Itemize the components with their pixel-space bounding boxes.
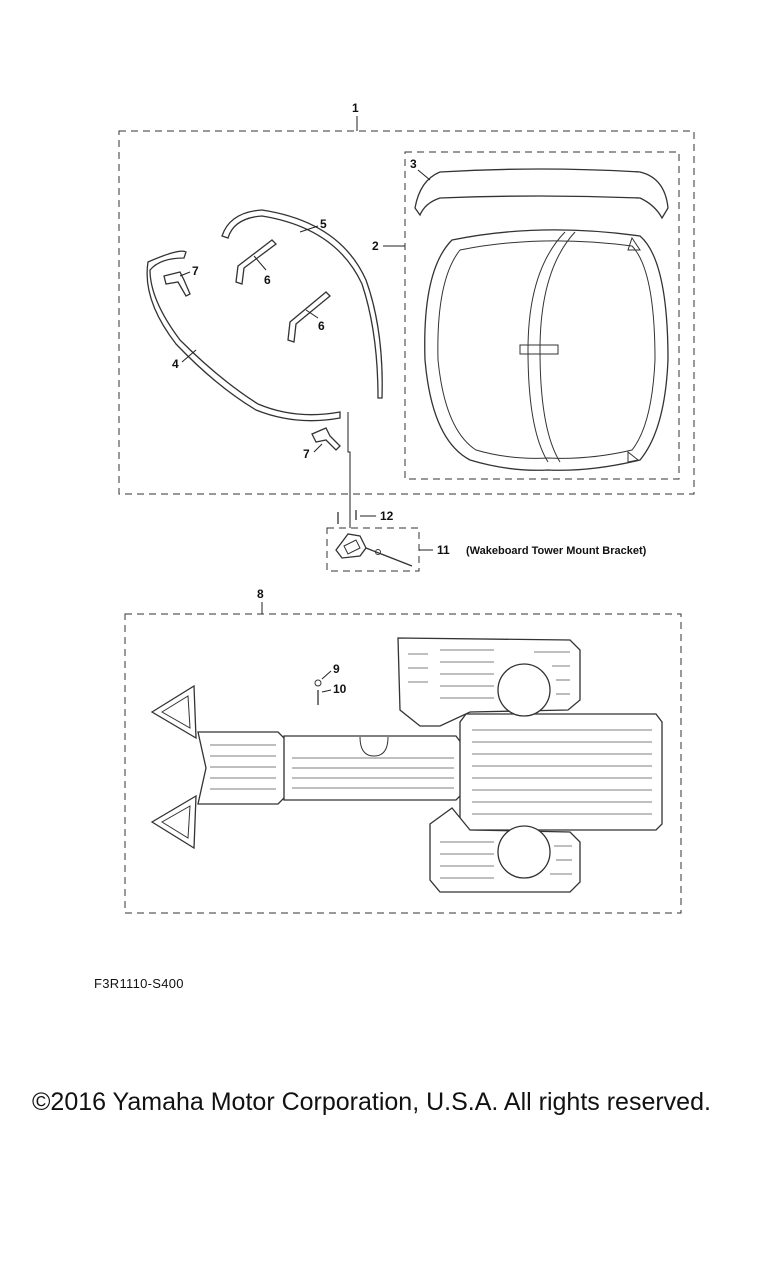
callout-8: 8 (257, 587, 264, 601)
group-1-box (118, 130, 695, 495)
mat-rear-left (197, 731, 287, 805)
part-3-shade-top (414, 168, 669, 220)
part-12-bolt (337, 510, 357, 524)
callout-1: 1 (352, 101, 359, 115)
part-6-brace-upper (235, 239, 277, 285)
part-7-hinge-lower (311, 427, 341, 451)
group-8-box (124, 613, 682, 914)
mat-step-lower (429, 807, 581, 893)
callout-7b: 7 (303, 447, 310, 461)
figure-code: F3R1110-S400 (94, 976, 184, 991)
part-7-hinge-upper (163, 271, 191, 297)
part-5-upper-arch (221, 209, 383, 399)
callout-3: 3 (410, 157, 417, 171)
part-9-10-screw-washer (314, 679, 322, 705)
callout-2: 2 (372, 239, 379, 253)
mat-center-strip (283, 735, 463, 801)
callout-6a: 6 (264, 273, 271, 287)
part-6-brace-lower (287, 291, 331, 343)
mat-main-deck (459, 713, 663, 831)
bracket-note: (Wakeboard Tower Mount Bracket) (466, 545, 647, 557)
part-4-lower-arch (146, 250, 341, 422)
mat-step-upper (397, 637, 581, 727)
copyright-notice: ©2016 Yamaha Motor Corporation, U.S.A. A… (32, 1088, 711, 1116)
callout-11: 11 (437, 543, 450, 557)
part-11-mount-bracket (335, 533, 413, 567)
callout-6b: 6 (318, 319, 325, 333)
callout-10: 10 (333, 682, 347, 696)
group-2-box (404, 151, 680, 480)
parts-diagram: 1 2 3 5 6 6 4 7 7 (118, 101, 695, 914)
callout-7a: 7 (192, 264, 199, 278)
callout-5: 5 (320, 217, 327, 231)
callout-4: 4 (172, 357, 179, 371)
callout-12: 12 (380, 509, 394, 523)
part-2-canopy (424, 229, 669, 471)
callout-9: 9 (333, 662, 340, 676)
